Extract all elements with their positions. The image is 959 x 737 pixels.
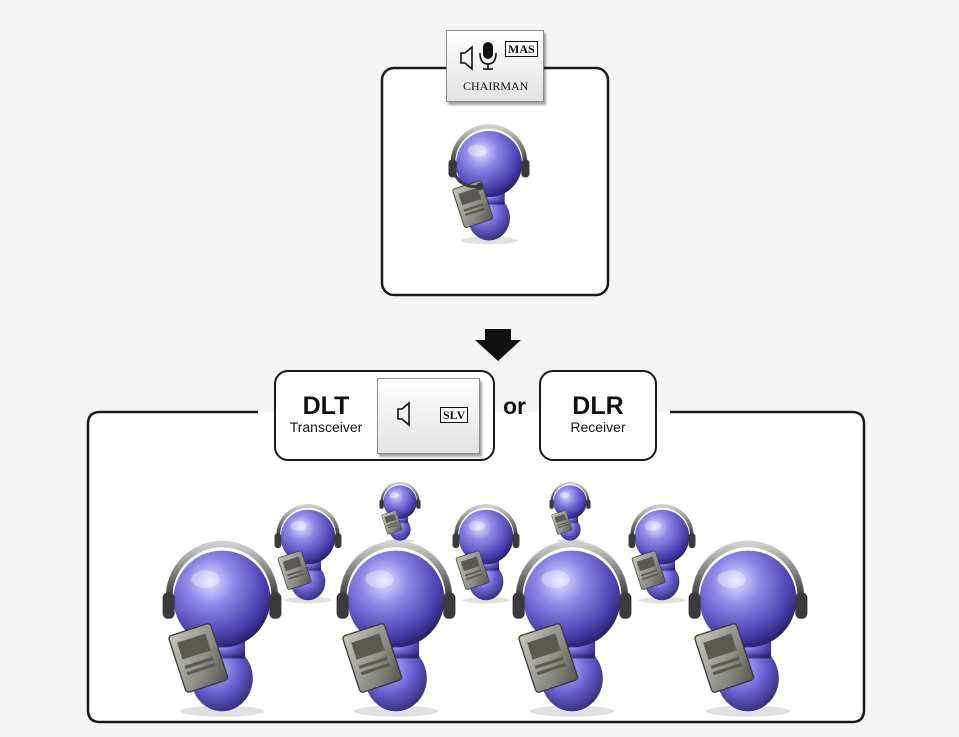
receiver-subtitle: Receiver bbox=[570, 419, 626, 435]
transceiver-subtitle: Transceiver bbox=[289, 419, 363, 435]
transceiver-title: DLT bbox=[302, 392, 350, 420]
mode-tag: SLV bbox=[440, 407, 469, 423]
receiver-title: DLR bbox=[572, 392, 624, 420]
transceiver-panel: SLV bbox=[377, 378, 480, 454]
or-connector: or bbox=[503, 393, 526, 419]
down-arrow-icon bbox=[475, 329, 521, 361]
speaker-icon bbox=[460, 45, 473, 71]
microphone-icon bbox=[479, 42, 497, 70]
chairman-label: CHAIRMAN bbox=[463, 79, 529, 93]
mode-tag: MAS bbox=[505, 41, 538, 57]
receiver-box: DLR Receiver bbox=[539, 370, 657, 461]
speaker-icon bbox=[397, 401, 410, 427]
chairman-panel: MAS CHAIRMAN bbox=[446, 30, 544, 102]
